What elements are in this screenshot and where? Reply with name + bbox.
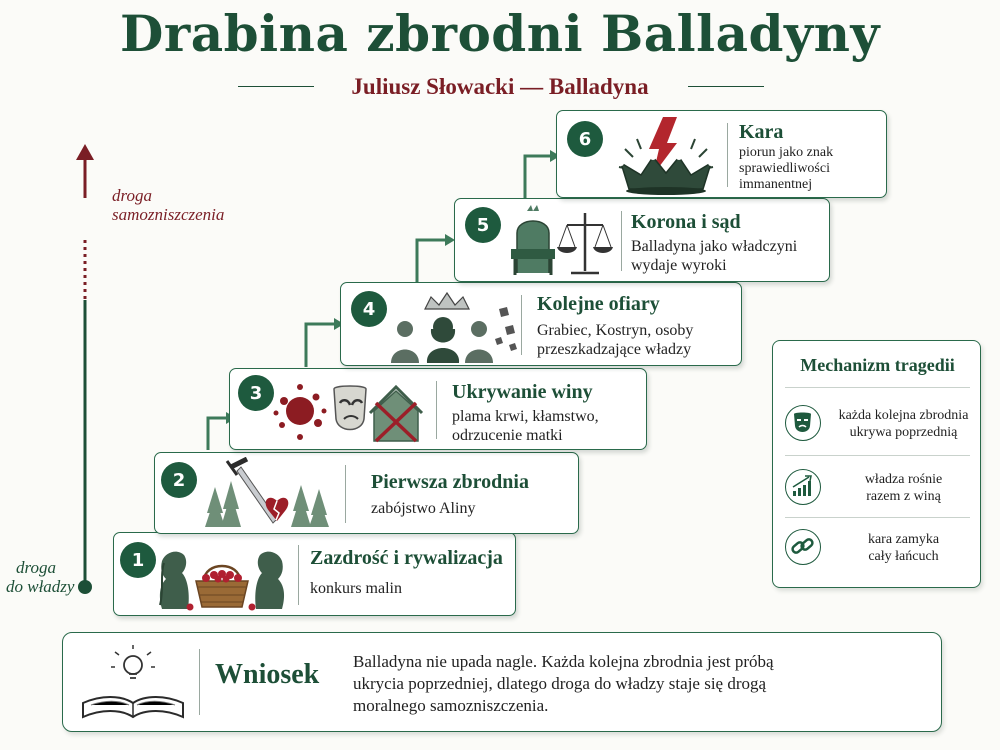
- axis-arrowhead: [76, 144, 94, 160]
- mechanism-item-3-text: kara zamyka cały łańcuch: [867, 532, 940, 564]
- step-3-title: Ukrywanie winy: [452, 381, 593, 403]
- step-5-separator: [621, 211, 622, 271]
- step-5-card: 5 Korona i sąd Balladyna jako władczyni …: [454, 198, 830, 282]
- subtitle: Juliusz Słowacki — Balladyna: [351, 74, 649, 99]
- conclusion-text: Balladyna nie upada nagle. Każda kolejna…: [353, 652, 774, 715]
- step-1-description: konkurs malin: [310, 580, 402, 597]
- step-6-number: 6: [567, 121, 603, 157]
- mechanism-title: Mechanizm tragedii: [800, 355, 955, 375]
- connector-2-3: [206, 416, 226, 450]
- rivals-basket-icon: [159, 551, 285, 611]
- step-4-card: 4 Kolejne ofiary Grabiec, Kostryn, osoby…: [340, 282, 742, 366]
- axis-start-dot: [78, 580, 92, 594]
- page-title: Drabina zbrodni Balladyny: [120, 4, 880, 63]
- step-2-title: Pierwsza zbrodnia: [371, 471, 529, 493]
- connector-3-4: [304, 322, 334, 367]
- conclusion-separator: [199, 649, 200, 715]
- mechanism-item-2-text: władza rośnie razem z winą: [864, 472, 943, 504]
- step-1-number: 1: [120, 542, 156, 578]
- connector-5-6: [523, 154, 550, 198]
- step-6-description: piorun jako znak sprawiedliwości immanen…: [739, 145, 834, 192]
- step-1-card: 1 Zazdrość i rywalizacja konkurs malin: [113, 532, 516, 616]
- step-6-separator: [727, 123, 728, 187]
- step-5-number: 5: [465, 207, 501, 243]
- mask-icon: [785, 405, 821, 441]
- step-4-number: 4: [351, 291, 387, 327]
- step-1-title: Zazdrość i rywalizacja: [310, 547, 503, 569]
- step-5-title: Korona i sąd: [631, 211, 741, 233]
- progress-axis: [76, 144, 94, 594]
- mechanism-item-1-text: każda kolejna zbrodnia ukrywa poprzednią: [838, 408, 969, 440]
- connector-4-5: [415, 238, 445, 283]
- step-6-title: Kara: [739, 121, 784, 143]
- connector-arrowhead-5: [445, 234, 455, 246]
- step-2-description: zabójstwo Aliny: [371, 500, 476, 517]
- subtitle-block: Juliusz Słowacki — Balladyna: [0, 70, 1000, 100]
- step-3-separator: [436, 381, 437, 439]
- rising-chart-icon: [785, 469, 821, 505]
- step-6-card: 6 Kara piorun jako znak sprawiedliwości …: [556, 110, 887, 198]
- subtitle-rule-left: [238, 86, 314, 87]
- step-4-title: Kolejne ofiary: [537, 293, 660, 315]
- mechanism-panel: Mechanizm tragedii każda kolejna zbrodni…: [772, 340, 981, 588]
- conclusion-panel: Wniosek Balladyna nie upada nagle. Każda…: [62, 632, 942, 732]
- chain-icon: [785, 529, 821, 565]
- step-3-card: 3 Ukrywanie winy plama krwi, kłamstwo, o…: [229, 368, 647, 450]
- step-2-separator: [345, 465, 346, 523]
- step-3-number: 3: [238, 375, 274, 411]
- conclusion-title: Wniosek: [215, 659, 320, 690]
- step-5-description: Balladyna jako władczyni wydaje wyroki: [631, 238, 798, 274]
- forest-dagger-icon: [205, 457, 329, 527]
- step-1-separator: [298, 545, 299, 605]
- connector-arrowhead-6: [550, 150, 560, 162]
- axis-top-label: droga samozniszczenia: [112, 186, 225, 224]
- connector-arrowhead-4: [334, 318, 344, 330]
- victims-crown-icon: [391, 291, 517, 363]
- step-2-card: 2 Pierwsza zbrodnia zabójstwo Aliny: [154, 452, 579, 534]
- book-lightbulb-icon: [82, 645, 184, 719]
- mechanism-divider-2: [785, 517, 970, 518]
- throne-scales-icon: [511, 205, 613, 275]
- axis-bottom-label: droga do władzy: [6, 558, 75, 596]
- mechanism-divider-1: [785, 455, 970, 456]
- step-4-separator: [521, 295, 522, 355]
- lightning-crown-icon: [618, 117, 714, 195]
- step-3-description: plama krwi, kłamstwo, odrzucenie matki: [452, 408, 599, 444]
- blood-mask-house-icon: [273, 384, 424, 443]
- subtitle-rule-right: [688, 86, 764, 87]
- step-4-description: Grabiec, Kostryn, osoby przeszkadzające …: [537, 322, 694, 358]
- step-2-number: 2: [161, 462, 197, 498]
- mechanism-divider-top: [785, 387, 970, 388]
